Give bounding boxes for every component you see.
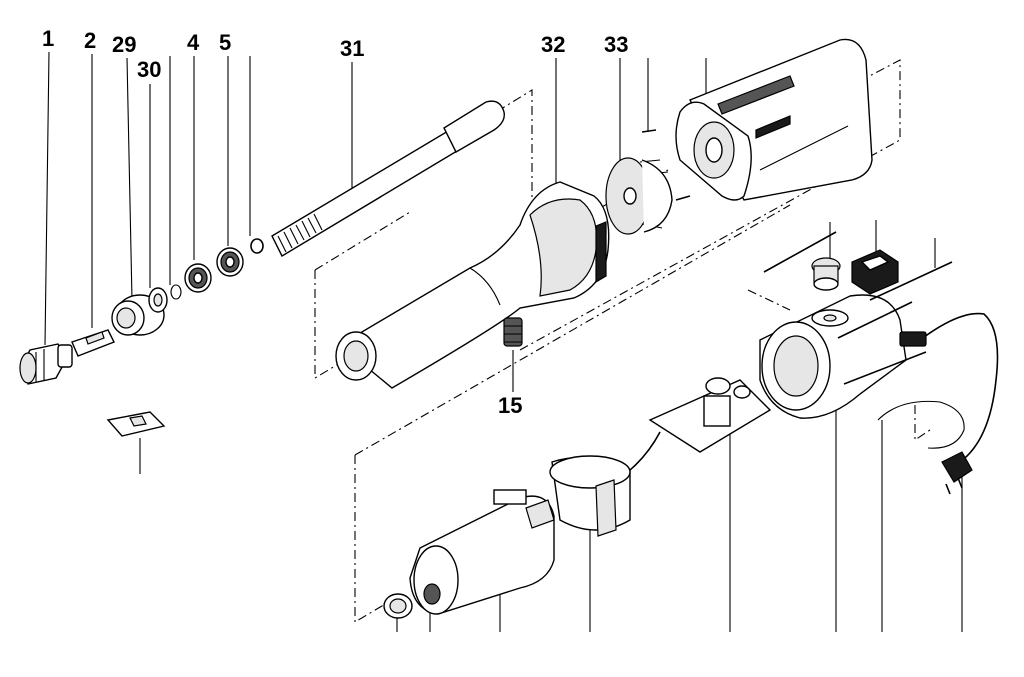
collet-nut — [19, 343, 73, 385]
bearing-5 — [216, 247, 244, 277]
washer-30 — [148, 287, 168, 313]
lock-screw — [503, 317, 523, 347]
gear-head-housing — [335, 181, 610, 389]
part-label-1: 1 — [42, 26, 54, 51]
collet — [71, 329, 115, 357]
part-label-31: 31 — [340, 36, 364, 61]
switch-knob — [811, 257, 841, 291]
circlip — [170, 284, 182, 300]
part-label-4: 4 — [187, 30, 200, 55]
bearing-4 — [184, 263, 212, 293]
part-label-29: 29 — [112, 32, 136, 57]
housing-screws — [763, 231, 953, 385]
wire-loop — [877, 400, 965, 449]
part-label-2: 2 — [84, 28, 96, 53]
fan-disc — [605, 157, 673, 235]
motor-housing — [759, 294, 907, 419]
shaft-thread — [277, 213, 323, 253]
motor-sleeve — [549, 455, 631, 537]
leader-lines — [44, 51, 963, 632]
rear-housing — [675, 38, 873, 201]
spindle-shaft — [271, 100, 505, 257]
part-label-30: 30 — [137, 57, 161, 82]
spanner-clip — [106, 411, 166, 437]
switch-block — [851, 249, 899, 295]
part-label-33: 33 — [604, 32, 628, 57]
part-label-15: 15 — [498, 393, 522, 418]
power-cord — [899, 312, 999, 495]
spring-ring — [250, 238, 264, 254]
motor-body — [409, 489, 555, 615]
part-label-32: 32 — [541, 32, 565, 57]
motor-ring — [383, 593, 413, 619]
motor-pinion — [423, 583, 441, 605]
part-label-5: 5 — [219, 30, 231, 55]
fan-screws — [641, 129, 691, 201]
